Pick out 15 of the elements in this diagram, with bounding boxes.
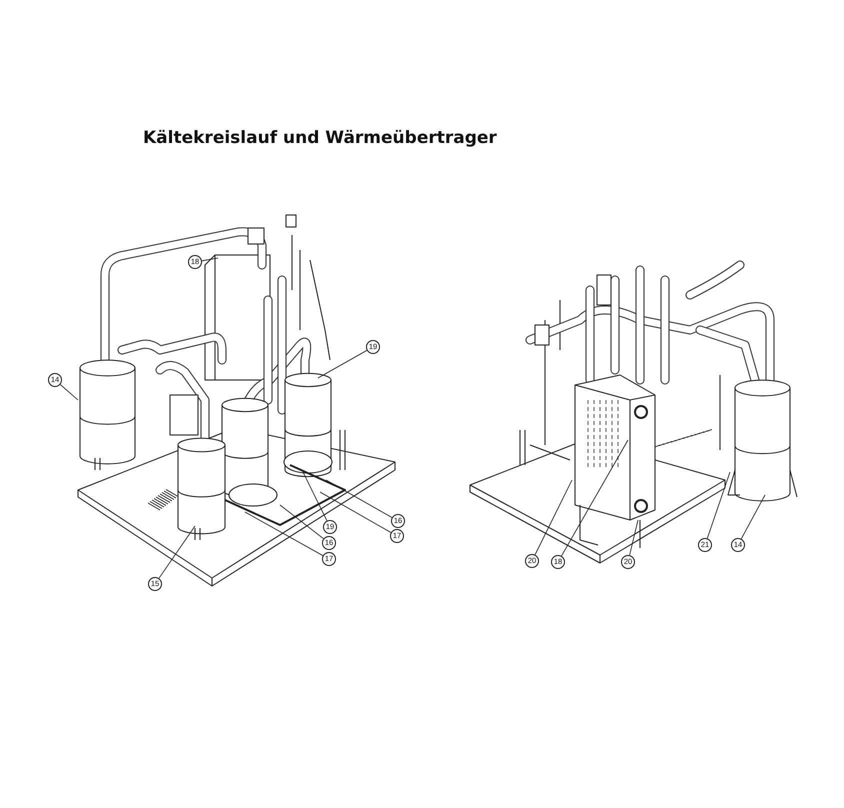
leader-line (534, 480, 572, 556)
leader-line (202, 258, 218, 262)
leader-line (561, 440, 628, 556)
leader-line (629, 520, 638, 556)
leader-line (60, 384, 78, 400)
leader-line (318, 350, 368, 378)
leader-line (158, 526, 196, 579)
title: Kältekreislauf und Wärmeübertrager (143, 128, 497, 148)
leader-line (706, 472, 730, 539)
leader-line (244, 512, 324, 556)
leader-line (302, 470, 328, 522)
leader-line (326, 480, 392, 518)
leader-line (740, 494, 766, 540)
leader-line (280, 504, 324, 540)
leader-line (320, 492, 392, 533)
